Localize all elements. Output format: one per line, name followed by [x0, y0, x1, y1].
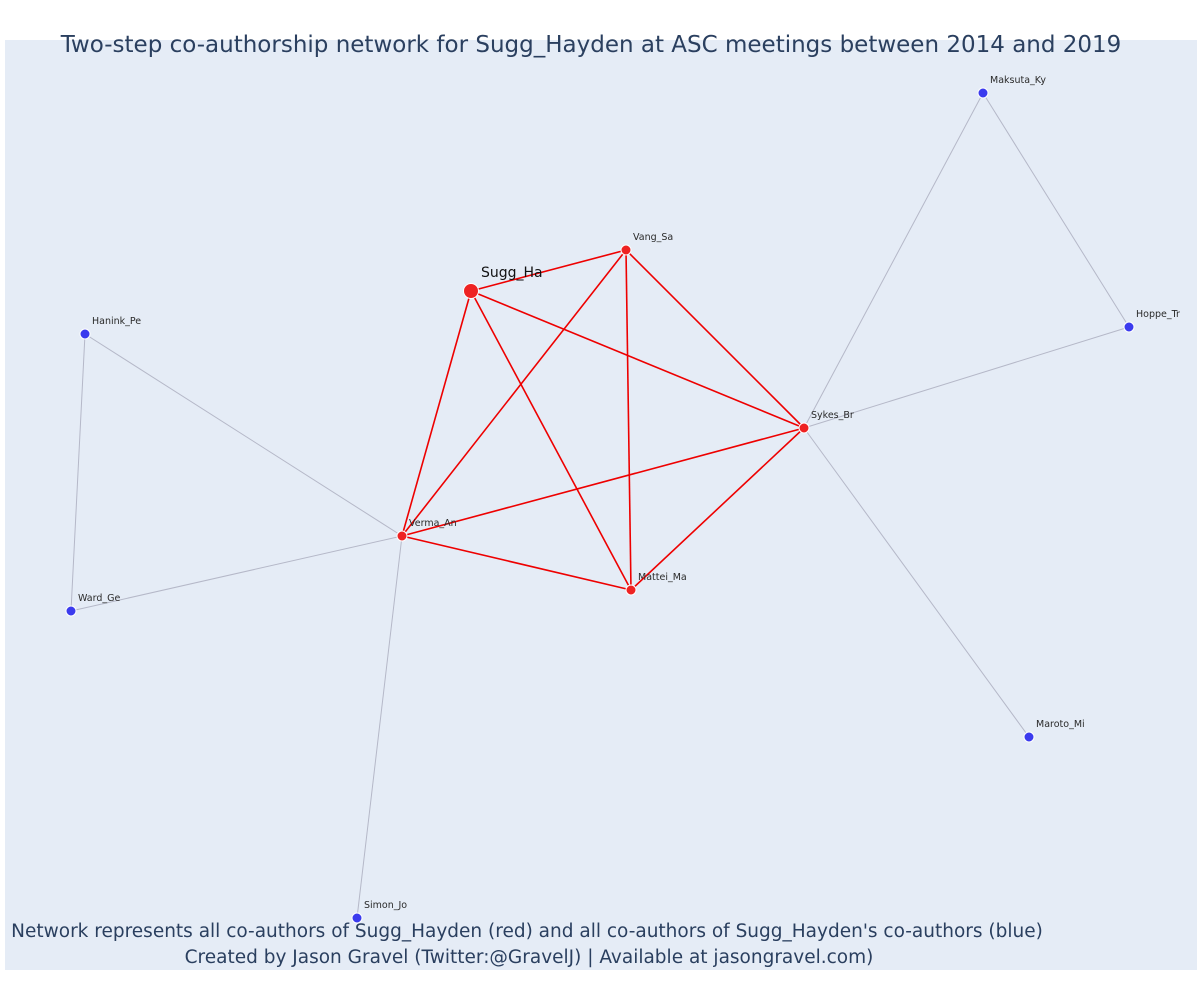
edge-verma-an-simon-jo	[356, 535, 403, 919]
edge-maksuta-ky-hoppe-tr	[982, 92, 1130, 328]
edge-sugg-ha-mattei-ma	[470, 290, 632, 591]
node-hoppe-tr[interactable]	[1123, 321, 1135, 333]
labels-layer: Sugg_HaVang_SaSykes_BrVerma_AnMattei_MaM…	[78, 75, 1180, 911]
edge-sugg-ha-verma-an	[401, 290, 472, 537]
node-label-hoppe-tr: Hoppe_Tr	[1136, 309, 1180, 320]
node-sugg-ha[interactable]	[463, 283, 479, 299]
node-mattei-ma[interactable]	[625, 584, 637, 596]
node-label-sykes-br: Sykes_Br	[811, 410, 854, 421]
node-vang-sa[interactable]	[620, 244, 632, 256]
edge-sykes-br-hoppe-tr	[803, 326, 1130, 429]
node-label-verma-an: Verma_An	[409, 518, 457, 529]
edge-sykes-br-maroto-mi	[803, 427, 1030, 738]
node-label-vang-sa: Vang_Sa	[633, 232, 673, 243]
plot-area	[5, 40, 1197, 970]
edge-vang-sa-verma-an	[401, 249, 627, 537]
node-verma-an[interactable]	[396, 530, 408, 542]
node-label-mattei-ma: Mattei_Ma	[638, 572, 687, 583]
node-hanink-pe[interactable]	[79, 328, 91, 340]
edge-sykes-br-maksuta-ky	[803, 92, 984, 429]
edge-vang-sa-mattei-ma	[625, 249, 632, 591]
node-label-simon-jo: Simon_Jo	[364, 900, 407, 911]
caption-line-1: Network represents all co-authors of Sug…	[11, 921, 1043, 942]
node-maksuta-ky[interactable]	[977, 87, 989, 99]
figure-title: Two-step co-authorship network for Sugg_…	[60, 32, 1122, 58]
caption-line-2: Created by Jason Gravel (Twitter:@Gravel…	[185, 947, 874, 968]
edge-vang-sa-sykes-br	[625, 249, 805, 429]
nodes-layer	[65, 87, 1135, 924]
node-label-maroto-mi: Maroto_Mi	[1036, 719, 1085, 730]
edge-sugg-ha-vang-sa	[470, 249, 627, 292]
node-sykes-br[interactable]	[798, 422, 810, 434]
edge-verma-an-hanink-pe	[84, 333, 403, 537]
node-label-hanink-pe: Hanink_Pe	[92, 316, 141, 327]
node-label-maksuta-ky: Maksuta_Ky	[990, 75, 1046, 86]
edge-hanink-pe-ward-ge	[70, 333, 86, 612]
edge-sugg-ha-sykes-br	[470, 290, 805, 429]
node-label-ward-ge: Ward_Ge	[78, 593, 120, 604]
node-simon-jo[interactable]	[351, 912, 363, 924]
edge-sykes-br-verma-an	[401, 427, 805, 537]
edge-verma-an-mattei-ma	[401, 535, 632, 591]
node-ward-ge[interactable]	[65, 605, 77, 617]
edge-verma-an-ward-ge	[70, 535, 403, 612]
edges-layer	[70, 92, 1130, 919]
node-maroto-mi[interactable]	[1023, 731, 1035, 743]
node-label-sugg-ha: Sugg_Ha	[481, 265, 543, 281]
edge-sykes-br-mattei-ma	[630, 427, 805, 591]
